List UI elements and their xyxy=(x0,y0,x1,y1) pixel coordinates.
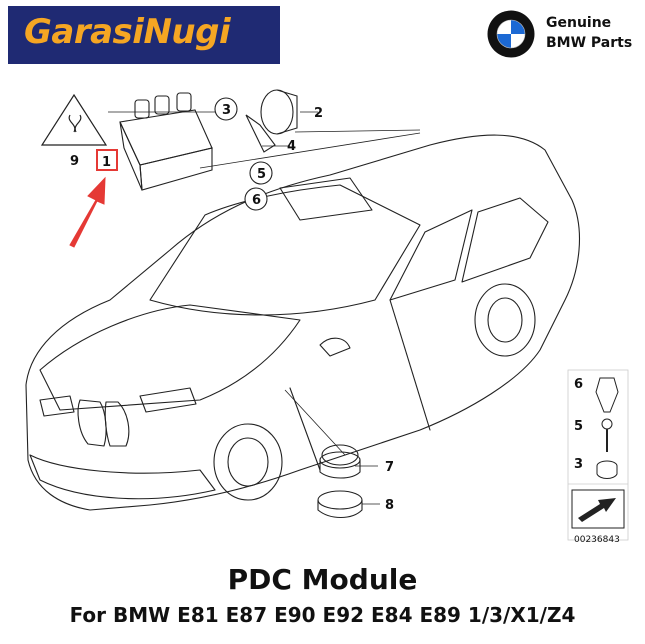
parts-diagram: 1 2 3 4 5 6 7 8 9 6 5 3 00236843 xyxy=(25,89,629,545)
side-window-front xyxy=(389,209,473,301)
callout-9: 9 xyxy=(70,154,79,169)
callout-2: 2 xyxy=(314,106,323,121)
callout-6: 6 xyxy=(252,193,261,208)
front-wheel-rim xyxy=(227,437,269,487)
legend-item-6: 6 xyxy=(574,377,583,392)
front-bumper xyxy=(29,454,216,500)
callout-1: 1 xyxy=(102,155,111,170)
clip-part xyxy=(595,377,619,413)
sunroof xyxy=(279,177,373,221)
callout-5: 5 xyxy=(257,167,266,182)
callout-3: 3 xyxy=(222,103,231,118)
legend-item-3: 3 xyxy=(574,457,583,472)
front-wheel xyxy=(213,423,283,501)
headlight-right xyxy=(139,387,197,413)
parts-legend: 6 5 3 00236843 xyxy=(567,369,629,545)
shop-logo: GarasiNugi xyxy=(8,6,280,64)
tool-icon xyxy=(571,489,625,529)
side-window-rear xyxy=(461,197,549,283)
legend-item-5: 5 xyxy=(574,419,583,434)
windshield xyxy=(149,184,421,316)
bmw-parts-line: BMW Parts xyxy=(546,35,633,51)
shop-logo-text: GarasiNugi xyxy=(24,12,231,52)
callout-8: 8 xyxy=(385,498,394,513)
page-subtitle: For BMW E81 E87 E90 E92 E84 E89 1/3/X1/Z… xyxy=(69,603,576,627)
car-outline xyxy=(25,134,580,511)
genuine-line: Genuine xyxy=(546,15,612,31)
page-title: PDC Module xyxy=(227,563,418,596)
door-line xyxy=(289,387,321,471)
door-line-2 xyxy=(389,299,431,431)
reference-number: 00236843 xyxy=(574,535,620,545)
bmw-roundel-logo xyxy=(487,10,535,58)
rear-wheel-rim xyxy=(487,297,523,343)
screw-part xyxy=(601,418,613,452)
red-arrow xyxy=(69,176,106,248)
pdc-module xyxy=(119,92,213,191)
kidney-grille-right xyxy=(104,401,130,447)
headlight-left xyxy=(39,395,75,417)
kidney-grille-left xyxy=(77,399,107,447)
rear-wheel xyxy=(474,283,536,357)
sensor-holder xyxy=(317,444,363,519)
warning-triangle xyxy=(40,93,108,146)
hood xyxy=(39,304,301,411)
callout-7: 7 xyxy=(385,460,394,475)
genuine-parts-label: Genuine BMW Parts xyxy=(546,13,632,53)
pdc-buzzer xyxy=(245,89,298,153)
highlight-box xyxy=(96,149,118,171)
mirror xyxy=(319,337,351,357)
nut-part xyxy=(596,460,618,479)
callout-4: 4 xyxy=(287,139,296,154)
